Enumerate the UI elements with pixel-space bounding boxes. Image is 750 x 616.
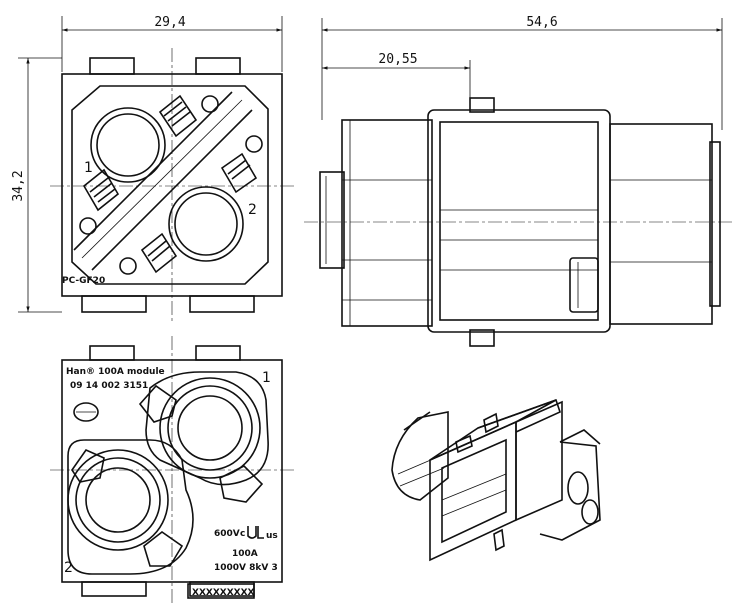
rear-contact-2-label: 2 (64, 560, 73, 576)
dim-54-6-label: 54,6 (526, 15, 557, 30)
dim-20-55-label: 20,55 (378, 52, 417, 67)
rating-600v-label: 600V (214, 529, 240, 539)
front-contact-1-label: 1 (84, 160, 93, 176)
dimension-length-total: 54,6 (321, 15, 723, 130)
isometric-view (391, 398, 601, 562)
ul-c-mark: c (240, 529, 245, 539)
rear-title-line1: Han® 100A module (66, 367, 165, 377)
dim-34-2-label: 34,2 (11, 170, 26, 201)
ul-mark-icon (247, 526, 264, 539)
current-rating-label: 100A (232, 549, 258, 559)
front-view: 1 2 PC-GF20 (50, 48, 296, 322)
side-view (304, 97, 734, 347)
dimension-length-partial: 20,55 (322, 52, 471, 100)
front-contact-2-label: 2 (248, 202, 257, 218)
rear-contact-1-label: 1 (262, 370, 271, 386)
rear-title-line2: 09 14 002 3151 (70, 381, 148, 391)
rear-view: Han® 100A module 09 14 002 3151 1 2 600V… (50, 336, 296, 606)
ul-us-mark: us (266, 531, 278, 541)
iec-rating-label: 1000V 8kV 3 (214, 563, 278, 573)
material-label: PC-GF20 (62, 276, 105, 286)
dimension-height-left: 34,2 (11, 57, 62, 313)
serial-box-label: XXXXXXXXX (192, 588, 255, 598)
harting-logo-icon (73, 402, 99, 422)
dimension-width-top: 29,4 (61, 15, 283, 72)
dim-29-4-label: 29,4 (154, 15, 185, 30)
